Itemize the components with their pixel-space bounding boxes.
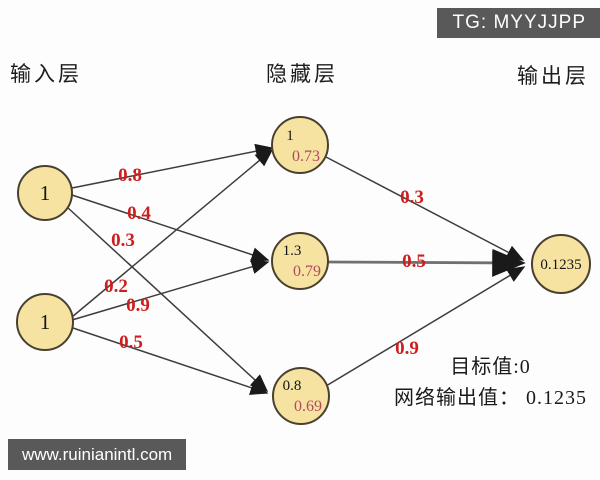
node-input2-circle	[16, 293, 74, 351]
weight-i2-h2: 0.9	[126, 295, 150, 316]
edge-hidden2-output	[327, 248, 526, 277]
weight-h3-o: 0.9	[395, 338, 419, 359]
annotation-block: 目标值:0 网络输出值： 0.1235	[388, 352, 593, 414]
node-input1-circle	[17, 165, 73, 221]
weight-i2-h1: 0.2	[104, 276, 128, 297]
weight-i2-h3: 0.5	[119, 332, 143, 353]
weight-i1-h1: 0.8	[118, 165, 142, 186]
layer-title-hidden: 隐藏层	[266, 62, 338, 86]
edge-hidden3-output	[325, 266, 526, 387]
edge-input1-hidden1	[71, 143, 274, 189]
node-hidden3-net: 0.8	[283, 378, 302, 394]
layer-title-input: 输入层	[10, 62, 82, 86]
telegram-badge: TG: MYYJJPP	[436, 8, 600, 38]
layer-title-output: 输出层	[517, 64, 589, 88]
node-hidden3-circle	[272, 367, 330, 425]
edge-input1-hidden3	[66, 206, 269, 393]
edge-input2-hidden3	[69, 326, 269, 395]
node-hidden1-circle	[271, 116, 329, 174]
website-watermark: www.ruinianintl.com	[8, 439, 187, 470]
node-hidden2-net: 1.3	[283, 243, 302, 259]
weight-i1-h2: 0.4	[127, 203, 151, 224]
weight-h1-o: 0.3	[400, 187, 424, 208]
edge-input1-hidden2	[71, 194, 270, 262]
node-hidden2-out: 0.79	[293, 263, 321, 280]
node-hidden1-out: 0.73	[292, 148, 320, 165]
weight-i1-h3: 0.3	[111, 230, 135, 251]
edge-input2-hidden1	[71, 149, 274, 318]
node-input1-value: 1	[40, 181, 51, 205]
node-hidden1-net: 1	[286, 128, 294, 144]
node-output1-value: 0.1235	[540, 257, 581, 273]
target-value-text: 目标值:0	[450, 356, 531, 378]
network-output-text: 网络输出值： 0.1235	[394, 387, 587, 409]
weight-h2-o: 0.5	[402, 251, 426, 272]
node-hidden2-circle	[271, 232, 329, 290]
node-hidden3-out: 0.69	[294, 398, 322, 415]
edge-hidden1-output	[325, 156, 525, 261]
node-input2-value: 1	[40, 310, 51, 334]
node-output1-circle	[531, 234, 591, 294]
edge-input2-hidden2	[71, 259, 270, 321]
